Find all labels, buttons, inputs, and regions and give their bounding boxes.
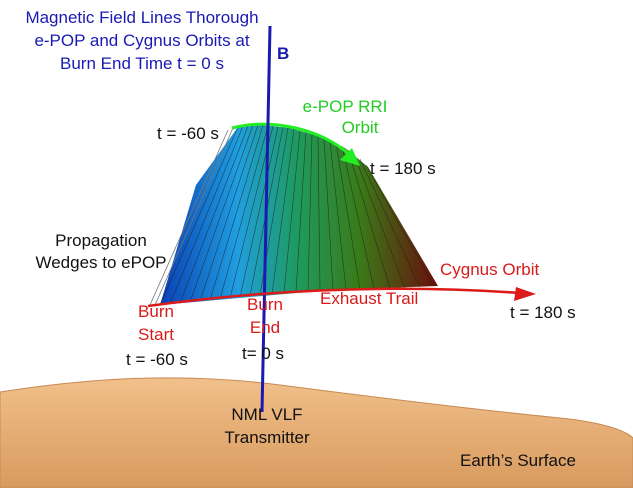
exhaust-trail-label: Exhaust Trail [320,289,419,308]
title-line-2: e-POP and Cygnus Orbits at [34,31,250,50]
earth-surface-shape [0,377,633,488]
burn-end-label: Burn End [237,293,293,339]
wedge-outline-left [149,127,234,306]
title-line-3: Burn End Time t = 0 s [60,54,224,73]
epop-orbit-label-line-2: Orbit [341,118,379,137]
epop-orbit-line [231,122,352,157]
epop-orbit-label-line-1: e-POP RRI [302,97,388,116]
burn-end-line-2: End [249,318,281,337]
cygnus-orbit-label: Cygnus Orbit [440,260,540,279]
t-180-top-label: t = 180 s [370,159,436,178]
transmitter-line-1: NML VLF [231,405,303,424]
burn-start-line-2: Start [138,325,174,344]
transmitter-label: NML VLF Transmitter [212,403,322,449]
earth-surface-label: Earth’s Surface [460,451,576,470]
transmitter-line-2: Transmitter [224,428,310,447]
title-line-1: Magnetic Field Lines Thorough [25,8,259,27]
b-field-label: B [277,44,290,63]
propagation-wedges-label: Propagation Wedges to ePOP [26,230,176,274]
burn-start-label: Burn Start [126,300,186,346]
burn-start-line-1: Burn [138,302,174,321]
propagation-wedges [160,125,438,305]
cygnus-orbit-arrowhead [514,287,536,301]
propagation-label-line-2: Wedges to ePOP [35,253,167,272]
epop-orbit-arrowhead [340,148,360,166]
t-minus-60-bottom-label: t = -60 s [126,350,188,369]
propagation-label-line-1: Propagation [55,231,147,250]
magnetic-field-line [260,25,272,413]
t-180-right-label: t = 180 s [510,303,576,322]
t-minus-60-top-label: t = -60 s [157,124,219,143]
cygnus-orbit-line [147,287,521,308]
epop-orbit-label: e-POP RRI Orbit [285,96,405,138]
burn-end-line-1: Burn [247,295,283,314]
t-zero-label: t= 0 s [242,344,285,363]
diagram-title: Magnetic Field Lines Thorough e-POP and … [6,6,278,75]
